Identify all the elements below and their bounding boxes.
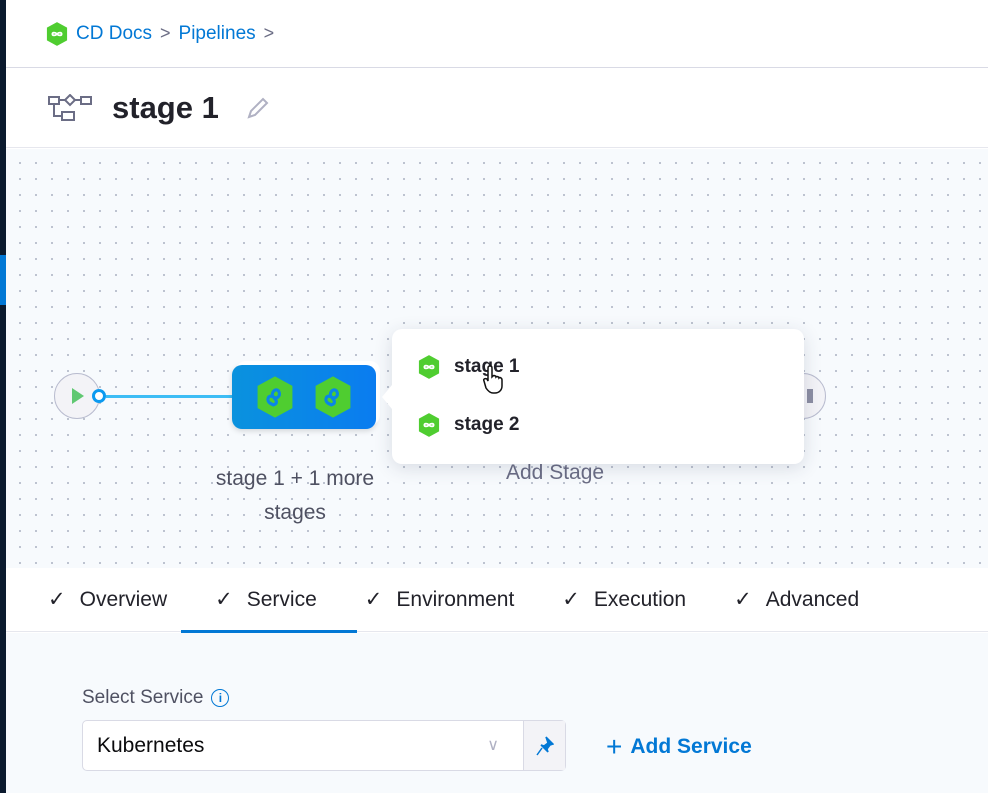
cd-stage-icon [256,376,294,418]
tab-environment[interactable]: ✓ Environment [365,568,515,632]
chevron-down-icon[interactable]: ∨ [487,737,499,754]
stage-group-label: stage 1 + 1 more stages [215,467,375,524]
start-port[interactable] [92,389,106,403]
tab-label: Environment [396,587,515,611]
popover-item-stage-1[interactable]: stage 1 [418,355,519,379]
tab-label: Execution [593,587,687,611]
cd-stage-icon [418,355,440,379]
info-icon[interactable]: i [211,689,230,707]
tab-label: Service [246,587,317,611]
tab-execution[interactable]: ✓ Execution [562,568,686,632]
tab-service[interactable]: ✓ Service [181,568,357,633]
pin-button[interactable] [523,721,565,770]
stage-group-popover: stage 1 stage 2 [382,329,804,464]
left-nav-active-indicator [0,255,6,305]
check-icon: ✓ [734,588,752,611]
pin-icon [535,735,554,755]
stage-group-node[interactable] [232,365,376,429]
cd-module-icon [46,22,68,46]
page-title: stage 1 [112,90,219,125]
add-stage-label[interactable]: Add Stage [506,461,605,484]
check-icon: ✓ [364,588,383,611]
tab-advanced[interactable]: ✓ Advanced [734,568,859,632]
breadcrumb-separator: > [263,23,275,43]
service-select-value: Kubernetes [97,733,205,757]
popover-item-stage-2[interactable]: stage 2 [418,413,519,437]
add-service-button[interactable]: + Add Service [606,731,752,763]
edit-pencil-icon[interactable] [245,95,271,121]
breadcrumb-pipelines[interactable]: Pipelines [178,22,256,44]
stage-tabs: ✓ Overview ✓ Service ✓ Environment ✓ Executi… [6,568,988,633]
check-icon: ✓ [562,588,580,611]
add-service-label: Add Service [630,735,752,758]
tab-label: Advanced [765,587,860,611]
cd-stage-icon [314,376,352,418]
popover-item-label: stage 1 [454,356,520,377]
label-text: Select Service [82,687,204,708]
plus-icon: + [606,731,623,762]
connector-line [106,395,232,398]
stage-header: stage 1 [6,69,988,148]
breadcrumb-cd-docs[interactable]: CD Docs [76,22,153,44]
select-service-label: Select Service i [82,687,230,709]
popover-item-label: stage 2 [454,414,520,435]
tab-label: Overview [79,587,168,611]
breadcrumb: CD Docs > Pipelines > [6,0,988,68]
pipeline-stage-icon [48,94,92,121]
left-nav-strip [0,0,6,793]
tab-overview[interactable]: ✓ Overview [48,568,167,632]
breadcrumb-separator: > [160,23,171,43]
cd-stage-icon [418,413,440,437]
hand-cursor-icon [483,365,503,394]
check-icon: ✓ [215,588,233,611]
check-icon: ✓ [48,588,66,611]
service-form: Select Service i Kubernetes ∨ + Add Service [6,633,988,793]
service-select[interactable]: Kubernetes ∨ [82,720,566,771]
